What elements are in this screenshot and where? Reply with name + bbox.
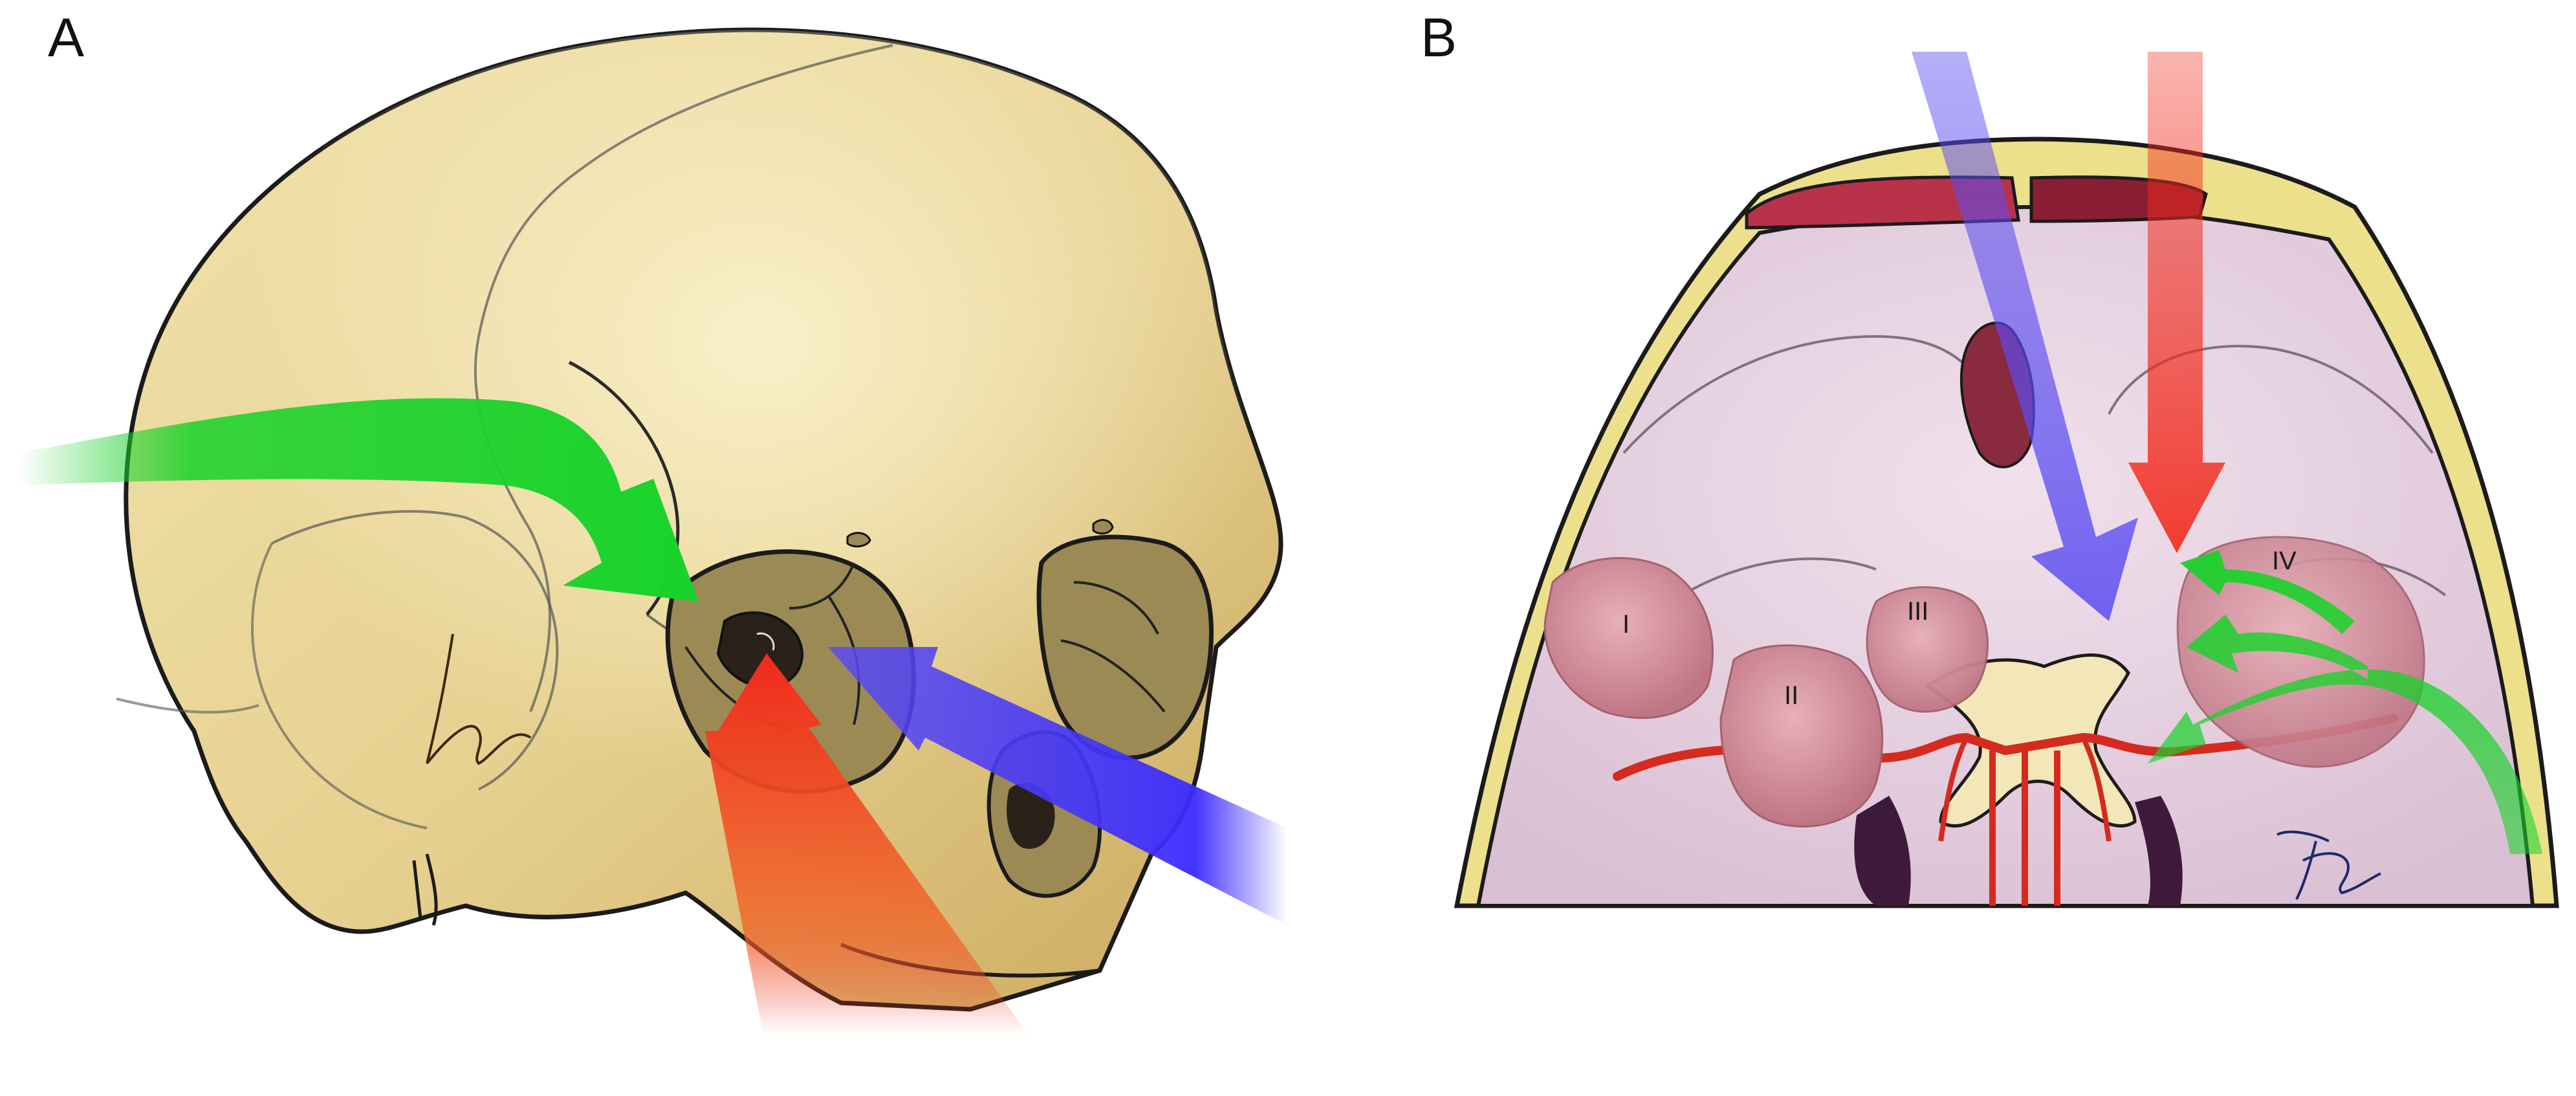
panel-a-letter: A [48,7,85,68]
coronal-suture [474,44,893,712]
region-label-iv: IV [2272,547,2297,575]
artist-signature-icon [426,633,532,765]
panel-b-letter: B [1421,7,1457,68]
region-label-i: I [1622,610,1630,639]
approach-arrow-blue-b [1912,52,2138,621]
squamosal-suture [271,510,559,791]
orbit-right [1036,534,1214,760]
tumor-region-ii [1719,644,1884,827]
approach-arrow-red-b [2128,52,2225,553]
tumor-region-i [1544,557,1714,719]
sella-turcica [1925,653,2137,827]
region-label-iii: III [1907,597,1928,626]
approach-arrow-green [19,398,699,602]
tumor-region-iii [1866,586,1989,713]
approach-arrow-red [705,653,1029,1035]
approach-arrow-blue [828,647,1287,925]
cranial-base-panel: I II III IV [1454,52,2559,908]
artist-signature-icon [2276,830,2381,900]
region-label-ii: II [1784,681,1798,710]
frontal-sinus-left [1745,175,2020,230]
skull-panel [19,27,1287,1035]
